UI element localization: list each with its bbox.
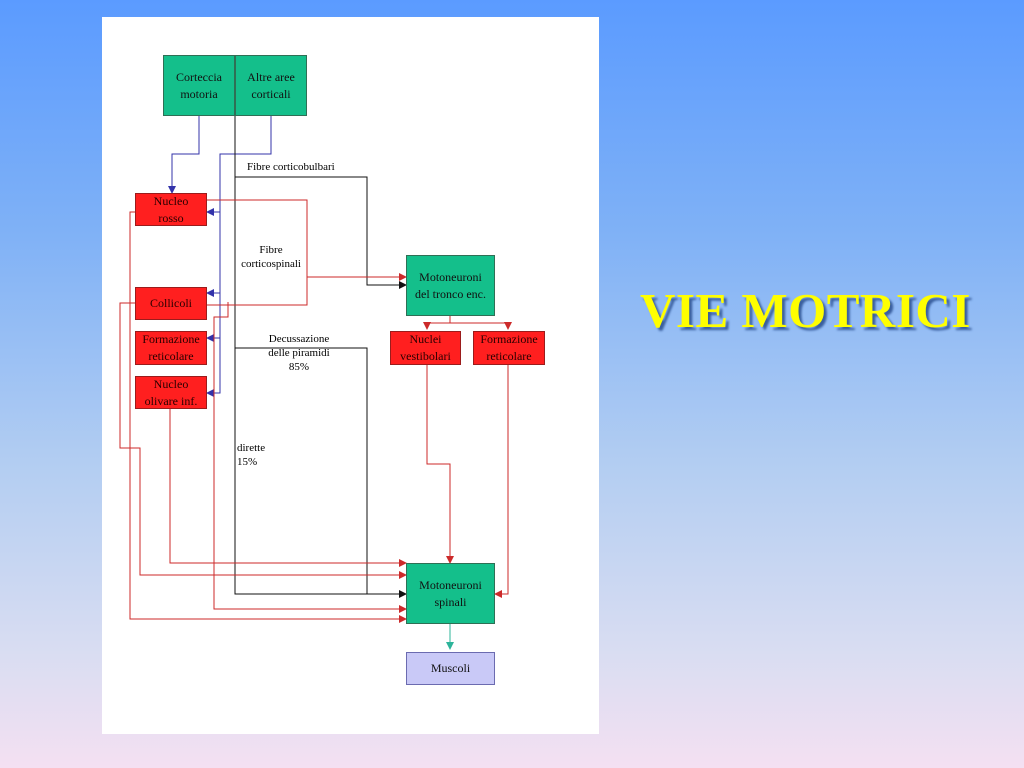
box-label: Altre aree xyxy=(247,69,295,84)
red-connector xyxy=(213,302,407,613)
box-label: reticolare xyxy=(148,349,194,363)
label-line: corticospinali xyxy=(241,258,301,270)
box-label: corticali xyxy=(251,86,291,101)
box-formazione-reticolare-right: Formazione reticolare xyxy=(473,331,545,365)
box-formazione-reticolare-left: Formazione reticolare xyxy=(135,331,207,365)
box-muscoli: Muscoli xyxy=(406,652,495,685)
red-connector xyxy=(129,211,407,623)
box-label: Formazione xyxy=(142,332,200,346)
label-line: 85% xyxy=(288,361,310,373)
box-label: Formazione xyxy=(480,332,538,346)
label-fibre-corticobulbari: Fibre corticobulbari xyxy=(247,161,335,173)
blue-connector xyxy=(206,116,272,216)
box-label: Nucleo xyxy=(153,376,189,391)
label-line: delle piramidi xyxy=(268,347,330,359)
box-collicoli: Collicoli xyxy=(135,287,207,320)
red-connector xyxy=(207,199,407,281)
label-fibre-corticospinali: Fibre corticospinali xyxy=(235,243,307,271)
label-line: 15% xyxy=(237,456,258,468)
box-label: rosso xyxy=(158,210,184,225)
box-label: del tronco enc. xyxy=(415,286,486,301)
red-connector xyxy=(450,322,512,330)
box-altre-aree-corticali: Altre aree corticali xyxy=(235,55,307,116)
box-label: spinali xyxy=(434,594,467,609)
black-connector-corticobulbar xyxy=(234,57,407,289)
blue-connector xyxy=(206,338,221,397)
box-label: Motoneuroni xyxy=(419,577,482,592)
box-label: motoria xyxy=(180,86,218,101)
box-label: Nucleo xyxy=(153,193,189,208)
red-connector xyxy=(426,365,454,564)
diagram-panel: Corteccia motoria Altre aree corticali Nuc… xyxy=(102,17,599,734)
slide-title: VIE MOTRICI xyxy=(640,283,971,338)
box-nucleo-olivare: Nucleo olivare inf. xyxy=(135,376,207,409)
box-label: Muscoli xyxy=(430,661,471,675)
box-motoneuroni-spinali: Motoneuroni spinali xyxy=(406,563,495,624)
connection-lines xyxy=(119,57,512,650)
label-line: dirette xyxy=(237,442,266,454)
box-label: Motoneuroni xyxy=(419,269,482,284)
box-nuclei-vestibolari: Nuclei vestibolari xyxy=(390,331,461,365)
red-connector xyxy=(494,365,509,598)
red-connector xyxy=(169,409,407,567)
box-corteccia-motoria: Corteccia motoria xyxy=(163,55,235,116)
black-connector-crossed xyxy=(235,347,368,594)
box-label: reticolare xyxy=(486,349,532,363)
label-dirette: dirette 15% xyxy=(237,441,265,469)
label-line: Decussazione xyxy=(268,333,330,345)
label-line: Fibre xyxy=(259,244,283,256)
box-motoneuroni-tronco: Motoneuroni del tronco enc. xyxy=(406,255,495,316)
red-connector xyxy=(207,277,308,306)
box-label: Nuclei xyxy=(409,332,442,346)
box-label: Collicoli xyxy=(150,296,192,310)
blue-connector xyxy=(206,212,221,297)
box-label: olivare inf. xyxy=(144,393,198,408)
label-decussazione: Decussazione delle piramidi 85% xyxy=(251,332,347,374)
blue-connector xyxy=(168,116,200,194)
box-nucleo-rosso: Nucleo rosso xyxy=(135,193,207,226)
black-connector-direct xyxy=(234,177,407,598)
box-label: Corteccia xyxy=(176,69,222,84)
red-connector xyxy=(119,302,407,579)
box-label: vestibolari xyxy=(400,349,451,363)
